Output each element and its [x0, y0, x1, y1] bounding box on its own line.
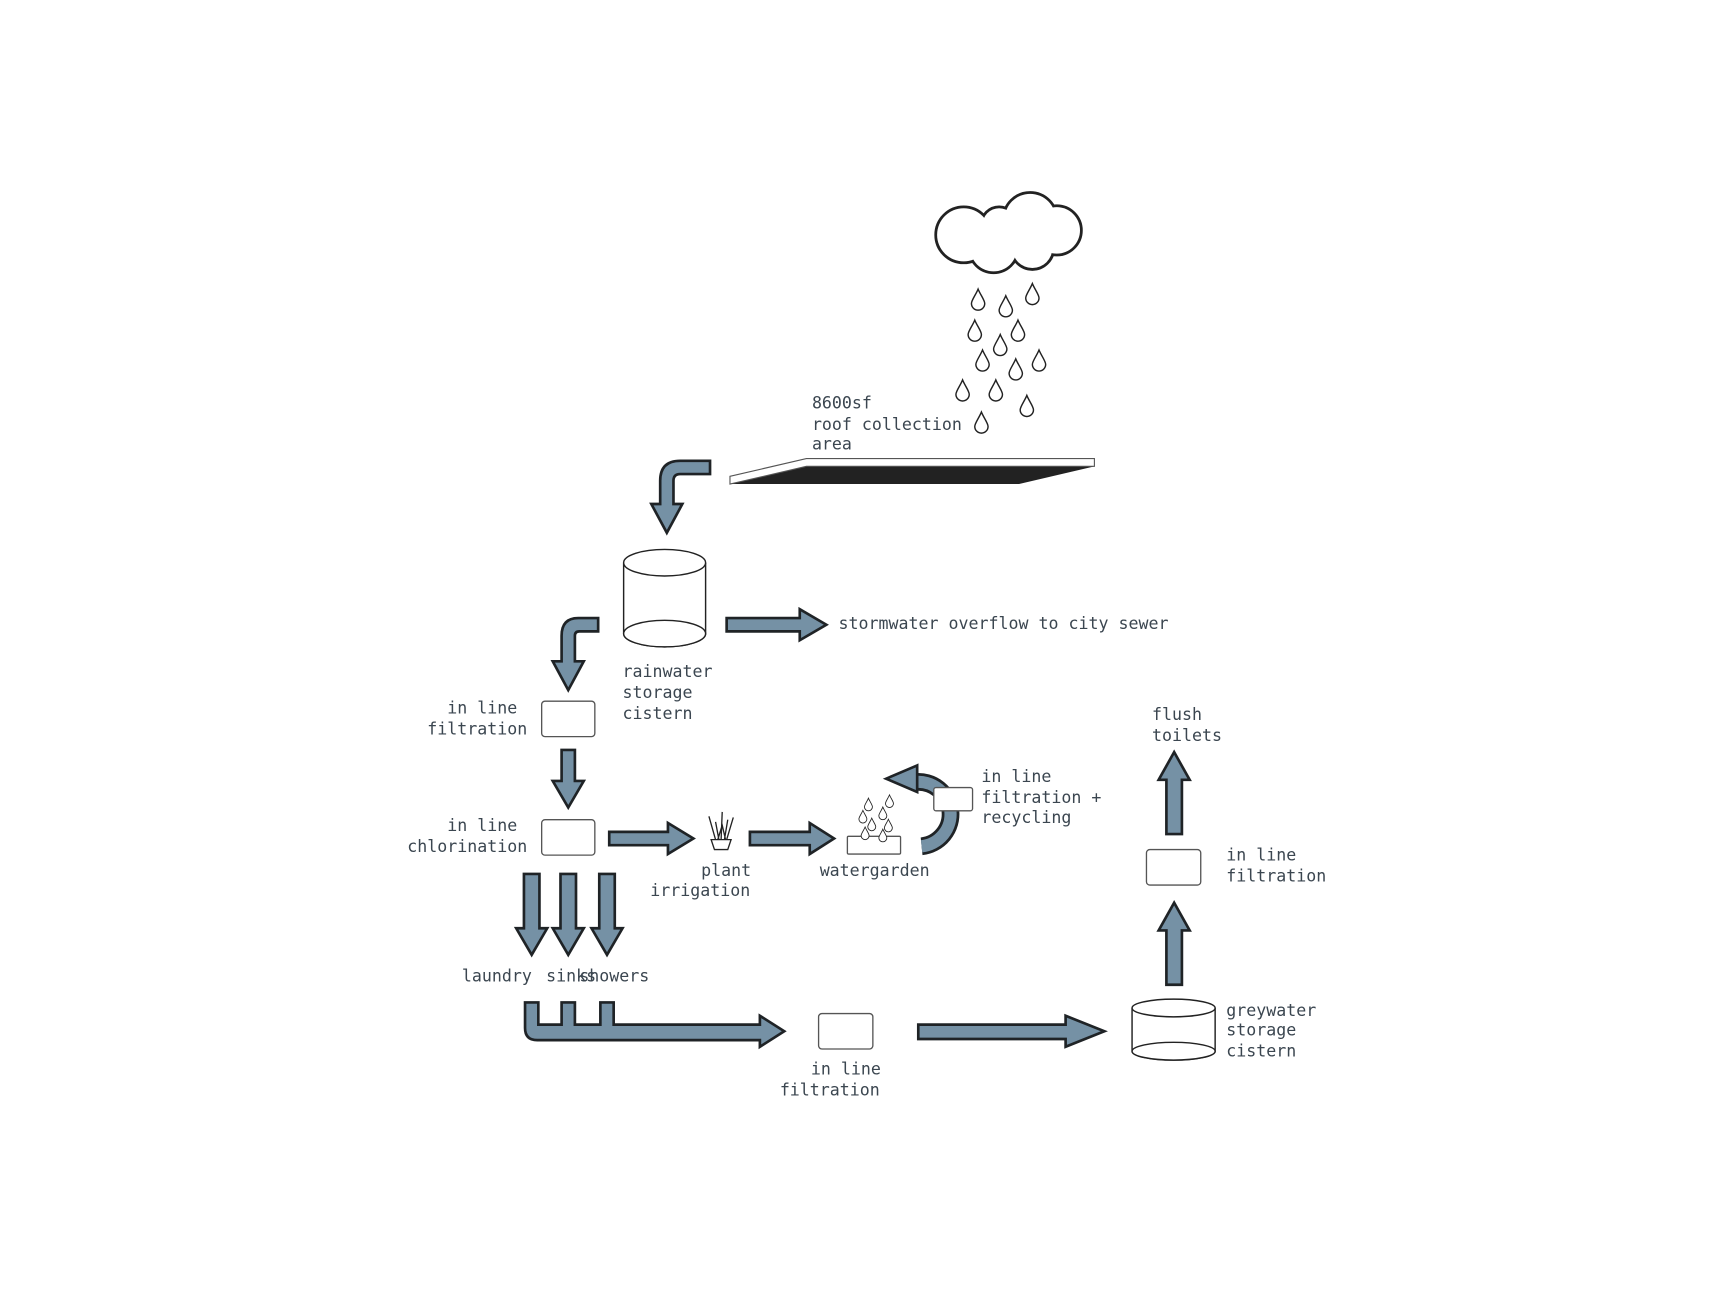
fixtures-labels: laundry sinks showers: [462, 966, 649, 985]
roof-collection-area: [729, 458, 1095, 485]
overflow-arrow: [725, 606, 829, 643]
roof-to-cistern-arrow: [649, 459, 712, 536]
greywater-cistern-label: greywater storage cistern: [1226, 1001, 1326, 1061]
greywater-collector-arrow: [523, 1001, 787, 1050]
recycling-label: in line filtration + recycling: [981, 767, 1111, 827]
laundry-label: laundry: [462, 966, 532, 985]
rain-drops-icon: [955, 282, 1047, 434]
filtration-to-toilets-arrow: [1156, 749, 1192, 836]
sinks-label: sinks: [546, 966, 596, 985]
overflow-label: stormwater overflow to city sewer: [839, 614, 1169, 633]
plant-to-watergarden-arrow: [748, 820, 837, 857]
plant-irrigation-label: plant irrigation: [650, 861, 761, 900]
roof-label: 8600sf roof collection area: [812, 394, 972, 454]
filtration-to-chlorination-arrow: [550, 748, 587, 811]
flush-toilets-label: flush toilets: [1152, 705, 1222, 745]
cistern-to-filtration-arrow: [550, 616, 600, 693]
plant-icon: [708, 811, 734, 851]
chlorination-to-plant-arrow: [607, 820, 696, 857]
filtration-to-greywater-arrow: [916, 1013, 1108, 1049]
showers-label: showers: [579, 966, 649, 985]
greywater-cistern-icon: [1131, 998, 1216, 1061]
watergarden-label: watergarden: [820, 861, 930, 880]
filtration-3-label: in line filtration: [1226, 846, 1326, 886]
rainwater-cistern-label: rainwater storage cistern: [623, 662, 723, 723]
filtration-box-3: [1145, 848, 1202, 886]
filtration-box-2: [817, 1012, 874, 1050]
filtration-2-label: in line filtration: [780, 1059, 891, 1099]
chlorination-label: in line chlorination: [407, 816, 527, 856]
greywater-to-filtration-arrow: [1156, 900, 1192, 987]
laundry-arrow: [513, 872, 550, 958]
chlorination-box: [540, 819, 596, 856]
filtration-box-1: [540, 700, 596, 738]
sinks-arrow: [550, 872, 587, 958]
cloud-icon: [934, 191, 1083, 275]
recycling-filtration-box: [933, 786, 974, 812]
filtration-1-label: in line filtration: [427, 698, 527, 738]
watergarden-icon: [846, 794, 902, 855]
rainwater-cistern-icon: [622, 548, 707, 648]
showers-arrow: [589, 872, 625, 958]
